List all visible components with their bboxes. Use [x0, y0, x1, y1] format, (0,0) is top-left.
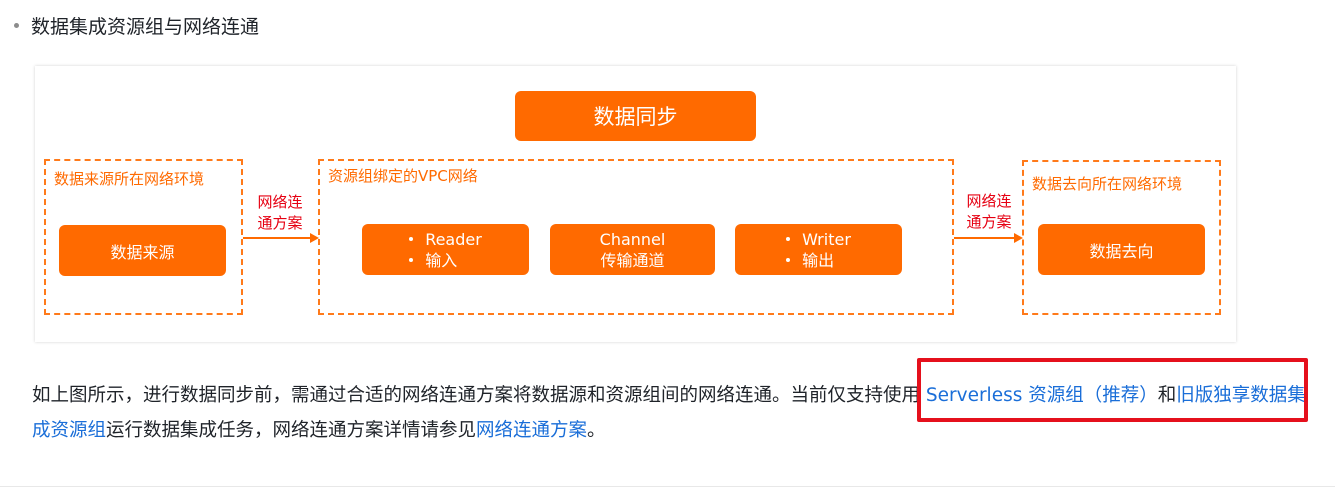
- network-connectivity-link[interactable]: 网络连通方案: [476, 420, 588, 441]
- source-zone-frame: [44, 159, 243, 315]
- left-network-label: 网络连 通方案: [245, 192, 315, 234]
- target-zone-title: 数据去向所在网络环境: [1032, 175, 1183, 193]
- channel-label: Channel: [599, 229, 666, 249]
- paragraph-text-3: 运行数据集成任务，网络连通方案详情请参见: [106, 420, 477, 441]
- left-arrow-line: [243, 237, 310, 239]
- target-zone-frame: [1022, 160, 1221, 315]
- section-heading-row: 数据集成资源组与网络连通: [14, 10, 259, 40]
- paragraph-text-4: 。: [587, 420, 606, 441]
- vpc-zone-frame: [318, 159, 954, 315]
- annotation-highlight: [917, 358, 1308, 422]
- bottom-divider: [0, 486, 1335, 487]
- description-paragraph: 如上图所示，进行数据同步前，需通过合适的网络连通方案将数据源和资源组间的网络连通…: [32, 378, 1312, 448]
- network-diagram: 数据同步 数据来源所在网络环境 数据来源 网络连 通方案 资源组绑定的VPC网络…: [35, 66, 1236, 342]
- data-target-box: 数据去向: [1038, 224, 1205, 275]
- right-arrow-line: [954, 237, 1014, 239]
- writer-label: Writer: [802, 229, 851, 249]
- data-source-label: 数据来源: [110, 242, 175, 262]
- reader-label: Reader: [425, 229, 482, 249]
- writer-item-en: Writer: [786, 229, 851, 250]
- bullet-dot: [409, 237, 414, 241]
- source-zone-title: 数据来源所在网络环境: [54, 170, 205, 188]
- vpc-zone-title: 资源组绑定的VPC网络: [328, 167, 478, 185]
- data-sync-label: 数据同步: [593, 105, 678, 129]
- left-network-label-line2: 通方案: [257, 214, 303, 232]
- reader-item-en: Reader: [409, 229, 482, 250]
- section-heading: 数据集成资源组与网络连通: [31, 15, 260, 38]
- data-source-box: 数据来源: [59, 225, 226, 276]
- bullet-dot: [409, 258, 414, 262]
- paragraph-text-2: 和: [1157, 385, 1177, 406]
- writer-box: Writer 输出: [735, 224, 902, 275]
- channel-sublabel: 传输通道: [600, 250, 665, 270]
- data-target-label: 数据去向: [1089, 241, 1154, 261]
- reader-sublabel: 输入: [425, 250, 458, 270]
- bullet-dot: [14, 22, 19, 28]
- legacy-exclusive-resource-group-link[interactable]: 旧版独享数据集成资源组: [32, 385, 1306, 441]
- left-network-label-line1: 网络连: [257, 193, 303, 211]
- writer-sublabel: 输出: [802, 250, 835, 270]
- reader-box: Reader 输入: [362, 224, 529, 275]
- right-network-label: 网络连 通方案: [954, 191, 1024, 233]
- channel-box: Channel 传输通道: [550, 224, 715, 275]
- writer-item-cn: 输出: [786, 250, 851, 271]
- serverless-resource-group-link[interactable]: Serverless 资源组（推荐）: [925, 385, 1158, 406]
- data-sync-box: 数据同步: [515, 91, 756, 141]
- right-arrow-head: [1014, 233, 1023, 243]
- bullet-dot: [786, 237, 791, 241]
- reader-item-cn: 输入: [409, 250, 482, 271]
- bullet-dot: [786, 258, 791, 262]
- left-arrow-head: [310, 233, 319, 243]
- paragraph-text-1: 如上图所示，进行数据同步前，需通过合适的网络连通方案将数据源和资源组间的网络连通…: [32, 385, 926, 406]
- right-network-label-line1: 网络连: [966, 192, 1012, 210]
- right-network-label-line2: 通方案: [966, 213, 1012, 231]
